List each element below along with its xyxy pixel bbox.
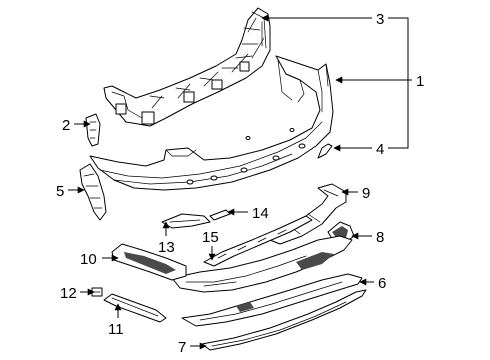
lower-bracket-part: [111, 243, 187, 281]
small-strip-part: [103, 293, 167, 323]
side-bracket-part: [85, 113, 101, 147]
callout-7: 7: [178, 339, 186, 356]
callout-8: 8: [376, 229, 384, 246]
callout-labels: 1 2 3 4 5 6 7 8 9 10 11 12 13 14 15: [56, 11, 424, 356]
trim-strip-part: [209, 209, 231, 221]
callout-10: 10: [80, 251, 97, 268]
mounting-strip-part: [203, 215, 313, 267]
callout-2: 2: [62, 117, 70, 134]
reinforcement-bar-part: [103, 7, 271, 127]
lower-valance-part: [171, 235, 353, 293]
bottom-trim-part: [201, 289, 367, 351]
leader-lines: [68, 14, 412, 350]
callout-12: 12: [60, 285, 77, 302]
callout-11: 11: [108, 321, 124, 338]
callout-6: 6: [378, 275, 386, 292]
callout-3: 3: [376, 11, 384, 28]
reflector-strip-part: [161, 213, 211, 229]
callout-1: 1: [416, 73, 424, 90]
callout-13: 13: [158, 239, 175, 256]
callout-14: 14: [252, 205, 269, 222]
callout-4: 4: [376, 141, 384, 158]
callout-5: 5: [56, 183, 64, 200]
callout-15: 15: [202, 229, 219, 246]
clip-part: [317, 143, 333, 159]
side-guide-bracket-part: [79, 163, 107, 221]
callout-9: 9: [362, 185, 370, 202]
bumper-cover-part: [89, 55, 334, 191]
